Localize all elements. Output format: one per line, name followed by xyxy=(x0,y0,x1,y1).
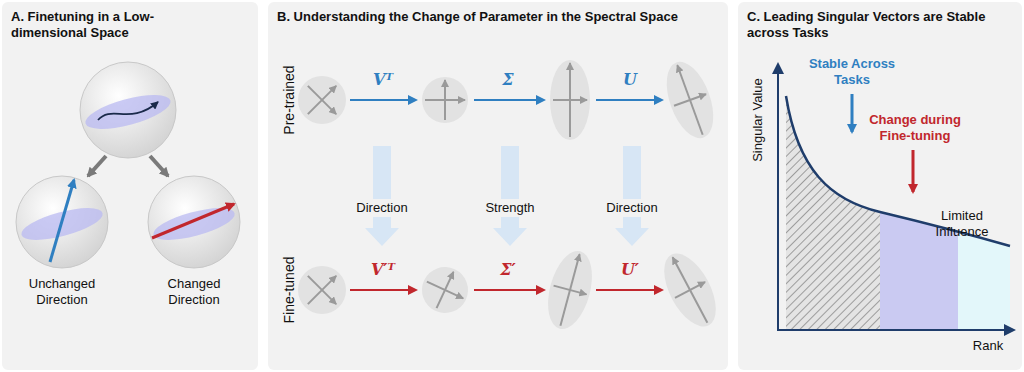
axis xyxy=(673,257,708,322)
change-arrow xyxy=(493,146,527,246)
branch-arrow xyxy=(88,156,106,176)
unchanged-direction-arrow xyxy=(50,180,74,262)
circle xyxy=(414,259,475,320)
panel-heading: A. Finetuning in a Low-dimensional Space xyxy=(11,9,201,41)
unit-circle xyxy=(422,77,468,123)
row-label: Pre-trained xyxy=(281,65,297,134)
scaled-ellipse xyxy=(550,60,590,140)
scaled-ellipse xyxy=(540,246,599,334)
annotation: Limited Influence xyxy=(917,208,1007,240)
circle xyxy=(422,77,468,123)
transform-arrow xyxy=(474,99,544,101)
axis xyxy=(437,272,454,308)
panel-heading: B. Understanding the Change of Parameter… xyxy=(277,9,697,25)
unit-circle xyxy=(288,256,356,324)
unit-circle xyxy=(288,66,356,134)
ellipse xyxy=(540,246,599,334)
pointer-arrow xyxy=(912,150,915,192)
matrix-label: U′ xyxy=(621,260,639,280)
axis xyxy=(677,65,702,135)
sphere-left xyxy=(16,176,108,268)
axis-label: Rank xyxy=(973,338,1003,354)
sphere xyxy=(80,62,176,158)
circle xyxy=(288,256,356,324)
matrix-label: Vᵀ xyxy=(373,70,393,90)
annotation: Stable Across Tasks xyxy=(800,56,904,88)
subspace-plane xyxy=(82,88,174,136)
circle xyxy=(288,66,356,134)
matrix-label: V′ᵀ xyxy=(371,260,395,280)
axis xyxy=(560,254,579,325)
axis xyxy=(308,86,336,114)
change-arrow xyxy=(615,146,649,246)
transform-arrow xyxy=(596,289,662,291)
axis-label: Singular Value xyxy=(750,78,766,162)
transform-arrow xyxy=(474,289,544,291)
matrix-label: U xyxy=(623,70,637,90)
changed-direction-arrow xyxy=(152,204,234,238)
spectrum-regions xyxy=(779,60,1012,330)
change-label: Direction xyxy=(353,199,410,217)
row-label: Fine-tuned xyxy=(281,257,297,324)
panel-heading: C. Leading Singular Vectors are Stable a… xyxy=(747,9,1012,41)
sphere xyxy=(148,176,240,268)
ellipse xyxy=(550,60,590,140)
hatched-region xyxy=(779,60,880,330)
pointer-arrow xyxy=(851,94,854,132)
ellipse xyxy=(658,56,723,145)
ellipse xyxy=(654,245,727,334)
panel: B. Understanding the Change of Parameter… xyxy=(268,2,728,370)
sphere-right xyxy=(148,176,240,268)
annotation: Change during Fine-tuning xyxy=(854,112,976,144)
change-label: Strength xyxy=(482,199,537,217)
axis xyxy=(308,276,336,304)
change-arrow xyxy=(365,146,399,246)
rotated-ellipse xyxy=(658,56,723,145)
x-axis xyxy=(777,329,1014,331)
subspace-plane xyxy=(150,202,237,247)
finetune-region xyxy=(880,60,958,330)
branch-arrow xyxy=(150,156,168,176)
matrix-label: Σ′ xyxy=(500,260,516,280)
change-label: Direction xyxy=(603,199,660,217)
axis xyxy=(569,63,571,137)
direction-label: Unchanged Direction xyxy=(12,276,112,308)
sphere-top xyxy=(80,62,176,158)
tail-region xyxy=(958,60,1012,330)
y-axis xyxy=(777,64,779,330)
transform-arrow xyxy=(350,99,416,101)
transform-arrow xyxy=(350,289,416,291)
axis xyxy=(308,86,336,114)
sphere xyxy=(16,176,108,268)
unit-circle xyxy=(414,259,475,320)
spectrum-curve xyxy=(786,96,1010,246)
rotated-ellipse xyxy=(654,245,727,334)
matrix-label: Σ xyxy=(502,70,513,90)
axis xyxy=(444,80,446,120)
transform-arrow xyxy=(596,99,662,101)
direction-label: Changed Direction xyxy=(144,276,244,308)
axis xyxy=(308,276,336,304)
trajectory-arrow xyxy=(98,102,158,120)
